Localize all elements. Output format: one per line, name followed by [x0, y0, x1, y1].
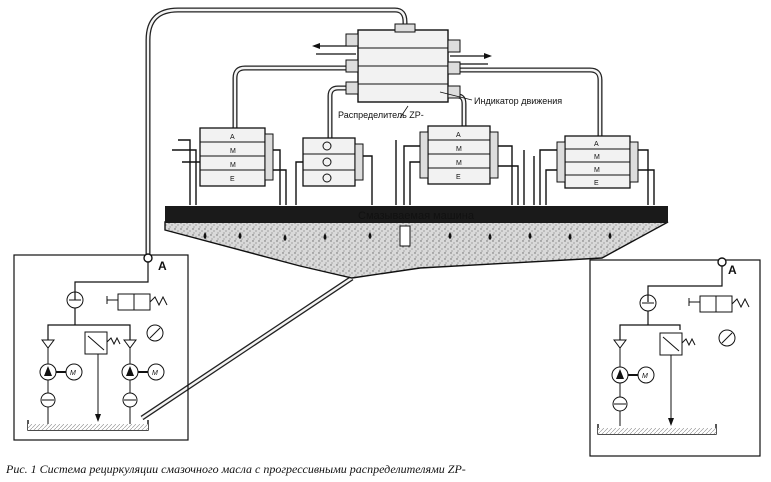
block-1-letter-a: A — [230, 134, 235, 141]
left-motor-1-letter: M — [70, 370, 76, 377]
block-4-letter-m2: M — [594, 167, 600, 174]
distributor-pointer — [399, 105, 409, 119]
left-motor-2-letter: M — [152, 370, 158, 377]
left-pump-unit: A M M — [13, 253, 189, 441]
distributor-label: Распределитель ZP- — [338, 110, 424, 120]
distribution-pipes — [232, 65, 603, 138]
block-3-letter-a: A — [456, 132, 461, 139]
point-a-left: A — [158, 259, 167, 273]
block-4-letter-m1: M — [594, 154, 600, 161]
block-4-letter-a: A — [594, 141, 599, 148]
figure-caption: Рис. 1 Система рециркуляции смазочного м… — [6, 462, 466, 476]
right-motor-letter: M — [642, 373, 648, 380]
block-1-letter-m1: M — [230, 148, 236, 155]
block-4-letter-e: E — [594, 180, 599, 187]
distributor-side-arrows — [312, 43, 492, 65]
point-a-right: A — [728, 263, 737, 277]
block-3-letter-m1: M — [456, 146, 462, 153]
block-3-letter-e: E — [456, 174, 461, 181]
secondary-distributor-4: A M M E — [533, 135, 655, 205]
machine-label: Смазываемая машина — [358, 210, 475, 222]
block-1-letter-m2: M — [230, 162, 236, 169]
right-pump-unit: A M — [589, 257, 761, 457]
block-1-letter-e: E — [230, 176, 235, 183]
lubricated-machine: Смазываемая машина — [164, 206, 669, 279]
main-distributor — [345, 23, 461, 103]
return-pipe — [140, 275, 354, 421]
main-supply-pipe — [145, 7, 408, 255]
secondary-distributor-2 — [295, 137, 373, 205]
secondary-distributor-3: A M M E — [395, 125, 525, 205]
block-3-letter-m2: M — [456, 160, 462, 167]
indicator-label: Индикатор движения — [474, 96, 562, 106]
indicator-pointer — [439, 91, 473, 101]
secondary-distributor-1: A M M E — [172, 127, 287, 205]
oil-drops — [203, 232, 612, 241]
